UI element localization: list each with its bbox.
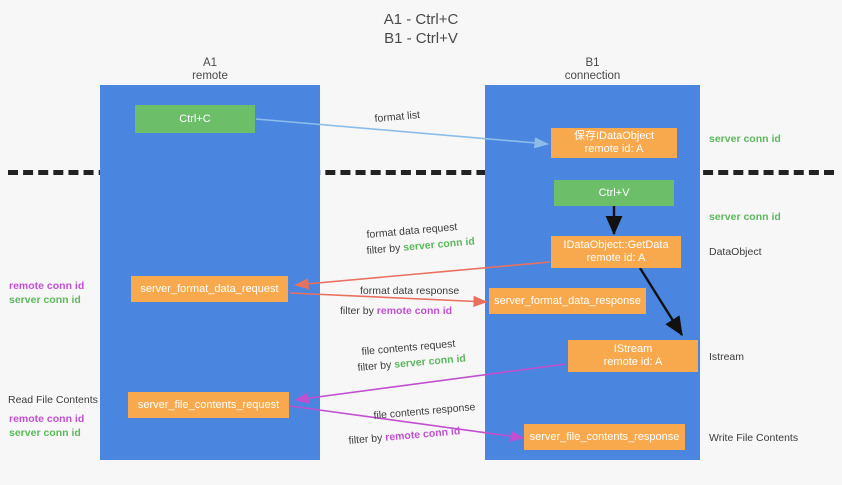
lane-header-a1: A1 remote: [100, 57, 320, 83]
arrow-getdata-to-istream: [638, 267, 684, 337]
keyword-remote-conn-id-1: remote conn id: [376, 305, 453, 317]
node-ctrl-v[interactable]: Ctrl+V: [554, 180, 674, 206]
node-ctrl-v-label: Ctrl+V: [598, 186, 630, 199]
node-server-format-data-request[interactable]: server_format_data_request: [131, 276, 288, 302]
legend-left-server-conn-id: server conn id: [9, 294, 81, 306]
lane-b1-name: B1: [585, 57, 600, 69]
caption-file-contents-response-line2: filter by remote conn id: [348, 424, 461, 448]
lane-header-b1: B1 connection: [485, 57, 700, 83]
keyword-server-conn-id-2: server conn id: [393, 352, 467, 371]
node-server-format-data-response[interactable]: server_format_data_response: [489, 288, 646, 314]
node-idataobject-title: 保存IDataObject: [573, 130, 655, 142]
title-line-2: B1 - Ctrl+V: [384, 30, 458, 47]
label-read-file-contents: Read File Contents: [8, 394, 98, 406]
caption-filter-by-3: filter by: [357, 358, 395, 374]
node-istream-title: IStream: [613, 343, 653, 355]
caption-filter-by-1: filter by: [366, 241, 404, 257]
page-title: A1 - Ctrl+C B1 - Ctrl+V: [0, 10, 842, 48]
arrow-file-contents-request: [294, 363, 567, 404]
arrow-format-data-response: [289, 292, 488, 307]
node-server-file-contents-response-label: server_file_contents_response: [529, 430, 680, 443]
node-server-format-data-request-label: server_format_data_request: [140, 282, 279, 295]
arrow-format-list: [255, 118, 549, 149]
node-idataobject-sub: remote id: A: [584, 143, 644, 155]
arrow-file-contents-response: [289, 405, 525, 442]
node-server-file-contents-response[interactable]: server_file_contents_response: [524, 424, 685, 450]
legend-right-server-conn-id-2: server conn id: [709, 211, 781, 223]
arrow-format-data-request: [294, 261, 551, 290]
legend-left-remote-conn-id: remote conn id: [9, 280, 85, 292]
phase-divider: [8, 170, 834, 175]
legend-left-bottom-remote-conn-id: remote conn id: [9, 413, 85, 425]
keyword-remote-conn-id-2: remote conn id: [384, 425, 461, 444]
lane-b1-sub: connection: [564, 70, 621, 82]
caption-file-contents-response-line1: file contents response: [373, 401, 476, 422]
label-write-file-contents: Write File Contents: [709, 432, 799, 444]
node-ctrl-c[interactable]: Ctrl+C: [135, 105, 255, 133]
node-idataobject[interactable]: 保存IDataObject remote id: A: [551, 128, 677, 158]
node-getdata-title: IDataObject::GetData: [563, 239, 669, 251]
label-dataobject: DataObject: [709, 246, 762, 258]
node-server-file-contents-request[interactable]: server_file_contents_request: [128, 392, 289, 418]
node-getdata-sub: remote id: A: [586, 252, 646, 264]
node-istream-sub: remote id: A: [603, 356, 663, 368]
label-istream: Istream: [709, 351, 745, 363]
caption-format-data-response-line2: filter by remote conn id: [340, 304, 452, 318]
legend-left-bottom-server-conn-id: server conn id: [9, 427, 81, 439]
node-getdata[interactable]: IDataObject::GetData remote id: A: [551, 236, 681, 268]
caption-format-data-response-line1: format data response: [360, 285, 460, 297]
lane-a1-sub: remote: [192, 70, 228, 82]
caption-filter-by-4: filter by: [348, 431, 386, 447]
node-istream[interactable]: IStream remote id: A: [568, 340, 698, 372]
keyword-server-conn-id-1: server conn id: [402, 235, 476, 254]
lane-a1-name: A1: [202, 57, 218, 69]
caption-filter-by-2: filter by: [340, 305, 377, 317]
node-server-format-data-response-label: server_format_data_response: [494, 294, 641, 307]
legend-right-server-conn-id-1: server conn id: [709, 133, 781, 145]
title-line-1: A1 - Ctrl+C: [383, 11, 459, 28]
caption-format-list: format list: [374, 109, 421, 125]
node-ctrl-c-label: Ctrl+C: [179, 112, 211, 125]
node-server-file-contents-request-label: server_file_contents_request: [137, 398, 280, 411]
